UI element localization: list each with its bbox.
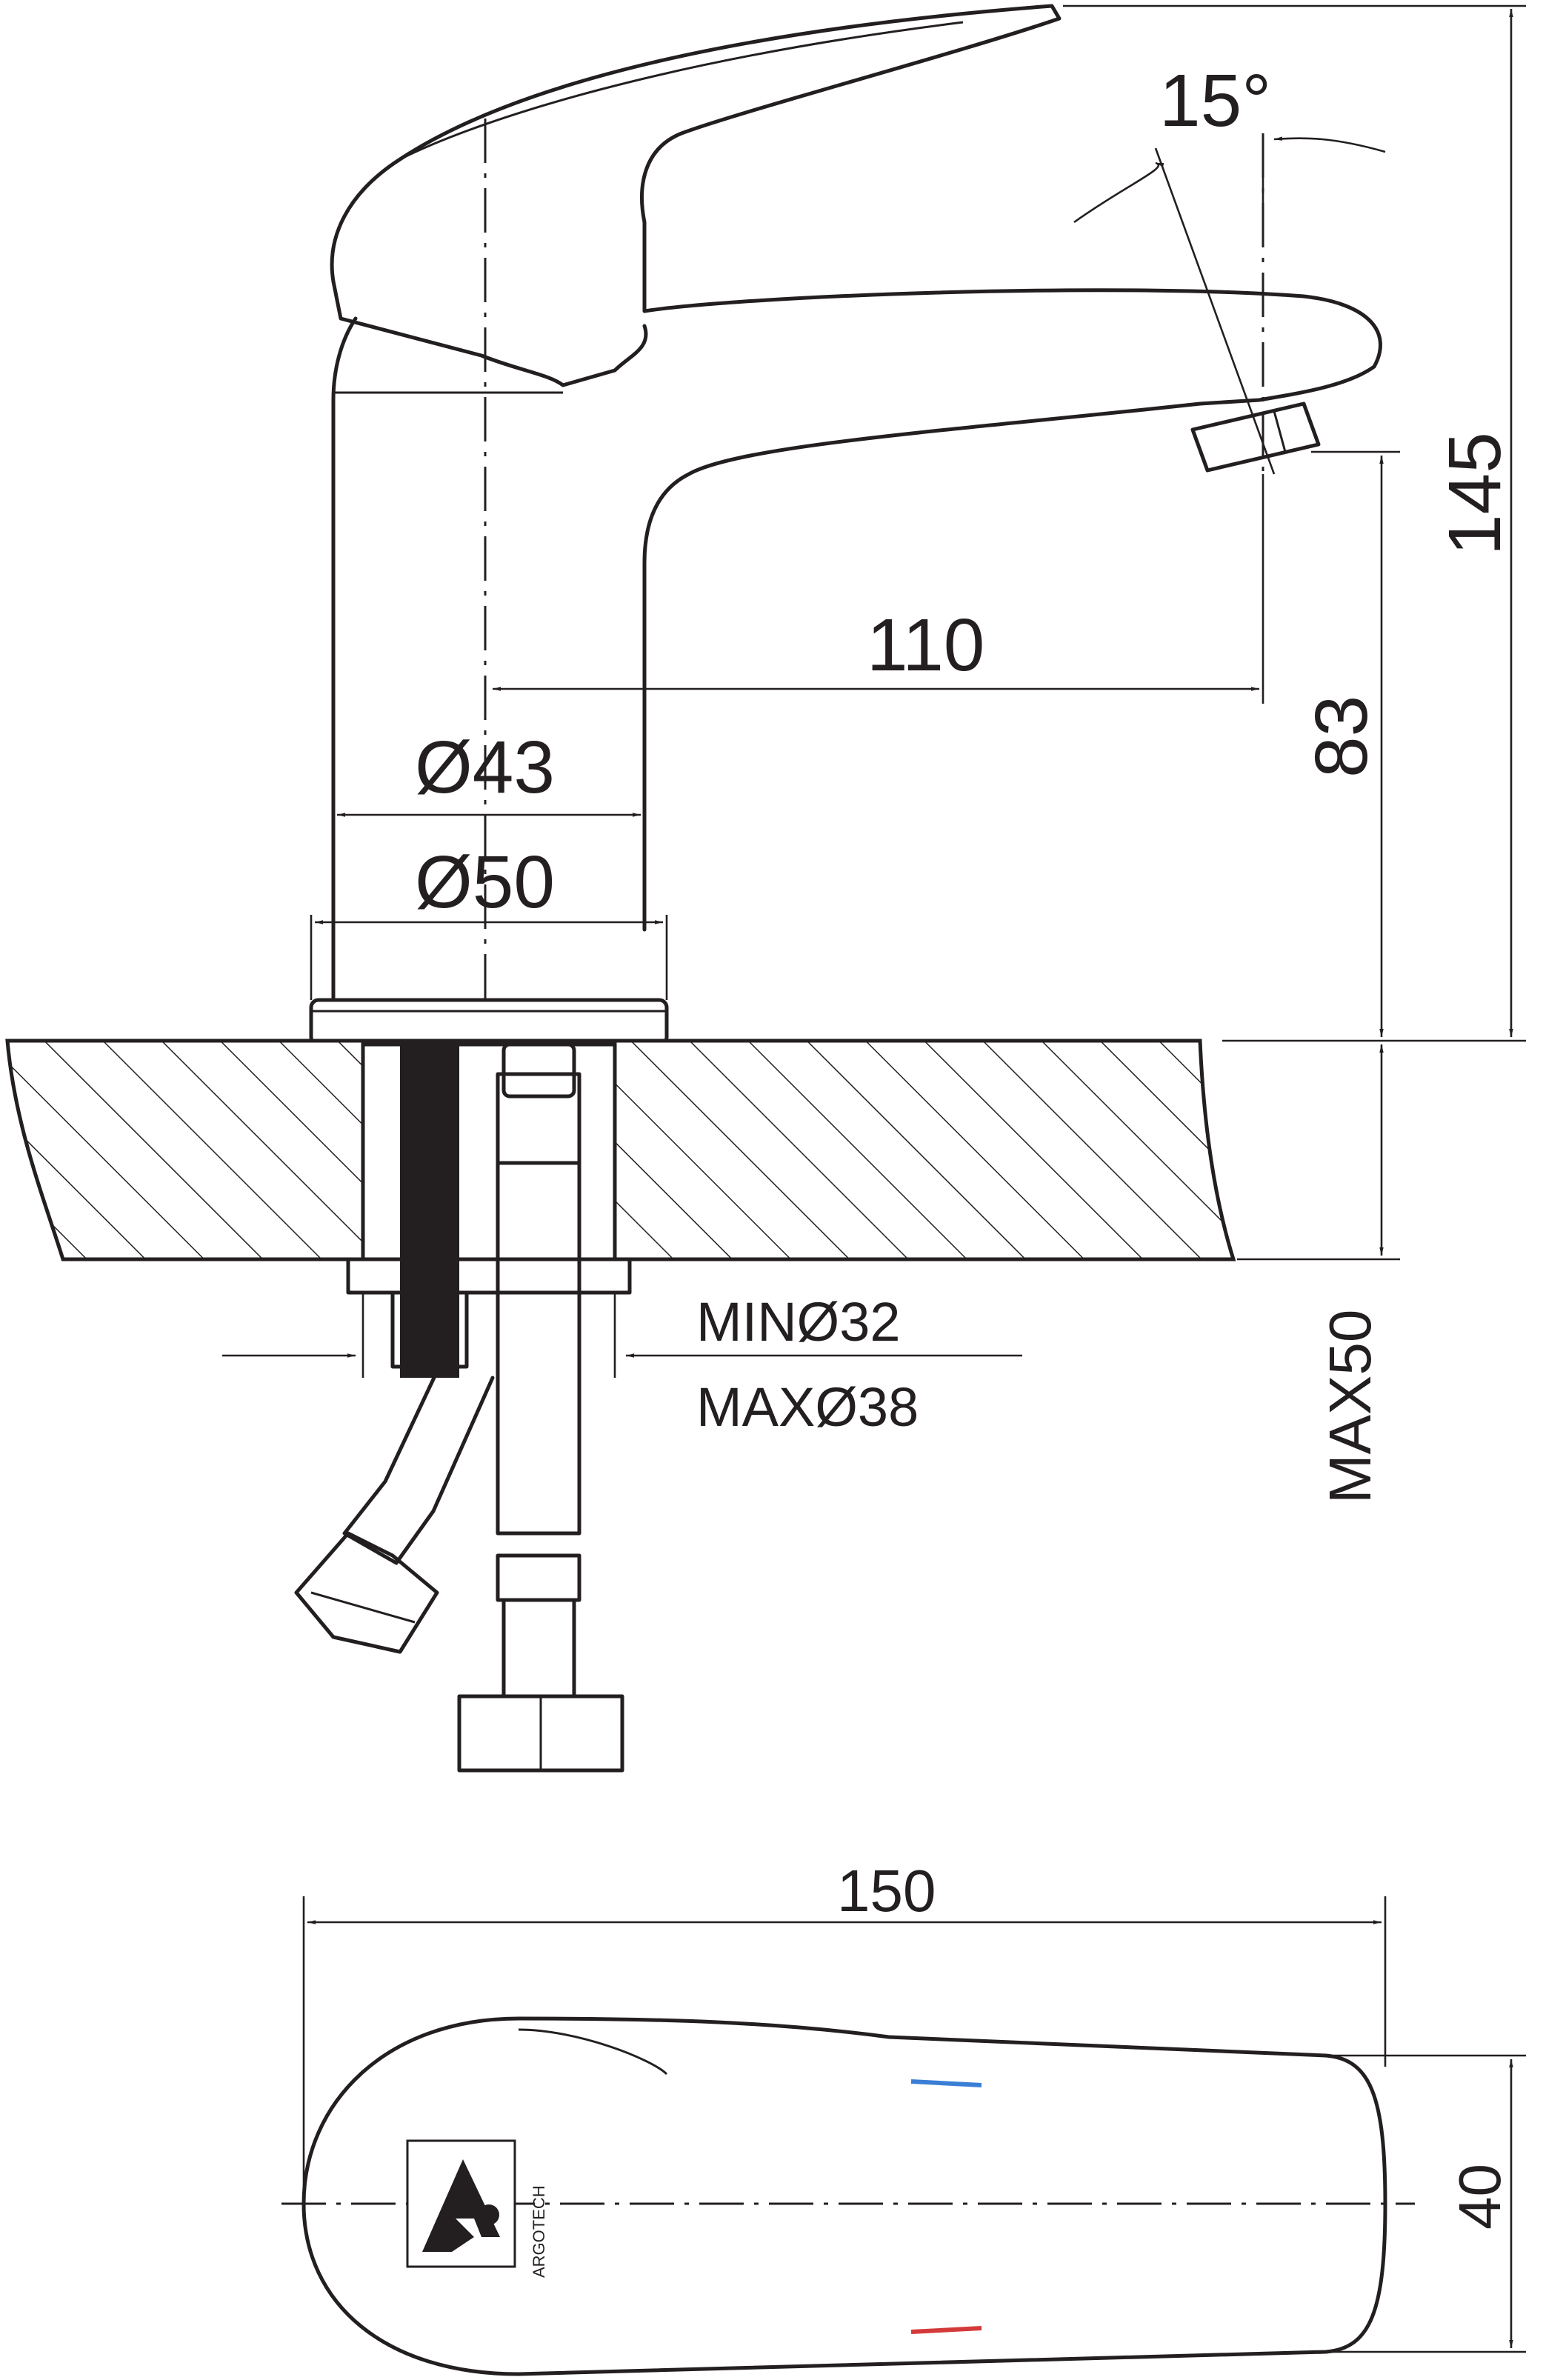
cold-mark [910,2079,982,2087]
hose-nut-right [457,1694,624,1773]
top-body-circle [518,2028,668,2076]
hose-braid-lower [496,1553,581,1602]
top-view: ARGOTECH 150 40 [281,1858,1526,2376]
side-dimensions: 15° 110 Ø43 Ø50 145 83 MAX50 MINØ32 MAXØ… [222,4,1526,1504]
body-diameter-label: Ø43 [415,726,555,809]
hose-crimp [501,1598,576,1699]
hole-min-label: MINØ32 [696,1291,901,1353]
angle-label: 15° [1159,59,1271,142]
reach-label: 110 [867,604,984,687]
hose-nut-left [294,1531,439,1654]
brand-name: ARGOTECH [530,2185,548,2278]
hose-braid-right [496,1161,581,1536]
spout-height-label: 83 [1300,696,1383,778]
side-view [309,4,1382,1047]
handle-top-edge [331,279,648,387]
body-outline [331,316,358,1002]
hose-ferrule [496,1072,581,1165]
countertop [5,1039,1236,1261]
handle-inner [399,21,964,161]
top-outline [301,2016,1387,2376]
countertop-left [5,1039,365,1261]
width-label: 40 [1447,2164,1513,2230]
height-label: 145 [1433,432,1516,556]
hole-max-label: MAXØ38 [696,1376,919,1438]
aerator-ring [1273,410,1287,453]
aerator [1190,401,1321,473]
base-diameter-label: Ø50 [415,841,555,924]
brand-logo: ARGOTECH [406,2139,548,2278]
countertop-right [613,1039,1236,1261]
washer-plate [346,1257,632,1295]
thickness-label: MAX50 [1317,1310,1383,1504]
base-flange [309,998,669,1047]
mounting-hardware [294,1039,632,1773]
handle-lever [330,4,1382,932]
hot-mark [910,2326,982,2334]
length-label: 150 [837,1858,936,1924]
hose-fitting-top [501,1042,576,1099]
hose-braid-left [342,1353,495,1565]
